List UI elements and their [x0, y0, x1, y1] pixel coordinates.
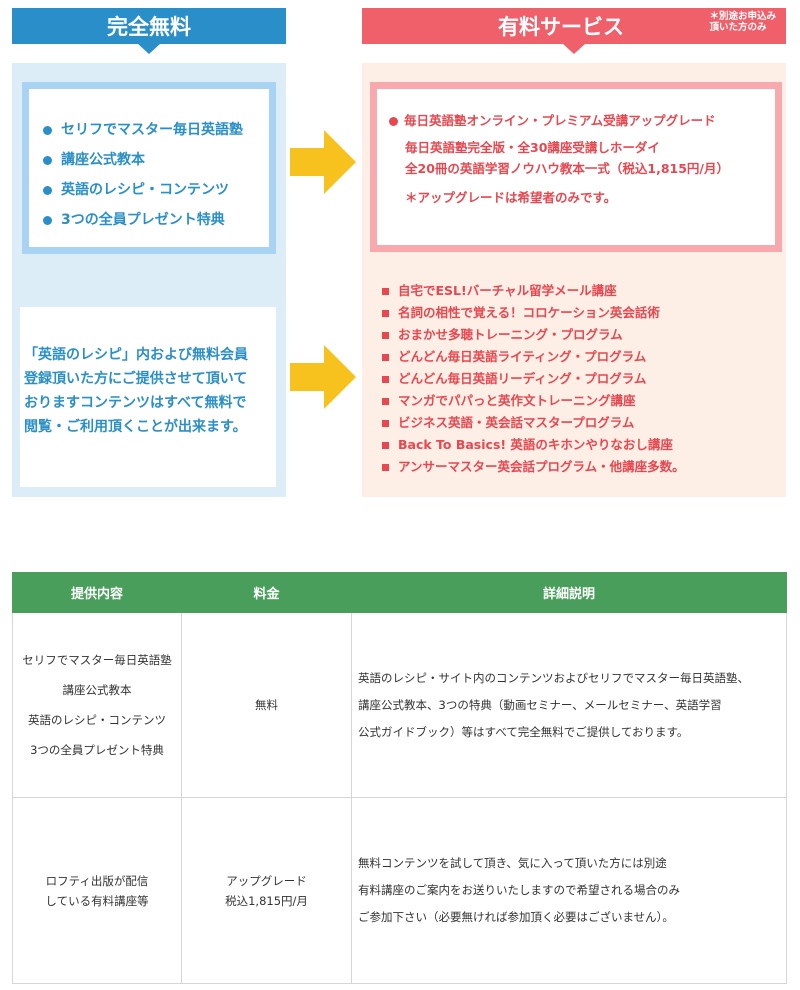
free-header-label: 完全無料 — [107, 15, 191, 39]
free-item: セリフでマスター毎日英語塾 — [43, 115, 269, 145]
table-cell-detail: 英語のレシピ・サイト内のコンテンツおよびセリフでマスター毎日英語塾、 講座公式教… — [351, 612, 787, 798]
free-header-pointer — [138, 44, 160, 54]
free-items-box: セリフでマスター毎日英語塾 講座公式教本 英語のレシピ・コンテンツ 3つの全員プ… — [22, 82, 276, 254]
bullet-icon — [43, 125, 52, 135]
column-header: 詳細説明 — [351, 572, 787, 613]
course-item: ビジネス英語・英会話マスタープログラム — [382, 412, 685, 434]
bullet-icon — [43, 155, 52, 165]
square-bullet-icon — [382, 419, 389, 427]
table-cell-content: セリフでマスター毎日英語塾 講座公式教本 英語のレシピ・コンテンツ 3つの全員プ… — [12, 612, 182, 798]
course-item: マンガでパパっと英作文トレーニング講座 — [382, 390, 685, 412]
free-items-list: セリフでマスター毎日英語塾 講座公式教本 英語のレシピ・コンテンツ 3つの全員プ… — [43, 115, 269, 235]
table-cell-price: アップグレード 税込1,815円/月 — [181, 797, 352, 984]
paid-course-list: 自宅でESL!バーチャル留学メール講座 名詞の相性で覚える！コロケーション英会話… — [382, 280, 685, 478]
arrow-right-icon — [290, 130, 356, 194]
square-bullet-icon — [382, 309, 389, 317]
course-item: 自宅でESL!バーチャル留学メール講座 — [382, 280, 685, 302]
paid-header-note: ＊別途お申込み 頂いた方のみ — [709, 11, 776, 33]
table-header-row: 提供内容 料金 詳細説明 — [12, 572, 787, 613]
paid-upgrade-detail: 毎日英語塾完全版・全30講座受講しホーダイ 全20冊の英語学習ノウハウ教本一式（… — [405, 140, 729, 176]
course-item: Back To Basics! 英語のキホンやりなおし講座 — [382, 434, 685, 456]
table-cell-content: ロフティ出版が配信 している有料講座等 — [12, 797, 182, 984]
square-bullet-icon — [382, 441, 389, 449]
course-item: どんどん毎日英語リーディング・プログラム — [382, 368, 685, 390]
square-bullet-icon — [382, 287, 389, 295]
bullet-icon — [43, 185, 52, 195]
course-item: 名詞の相性で覚える！コロケーション英会話術 — [382, 302, 685, 324]
course-item: どんどん毎日英語ライティング・プログラム — [382, 346, 685, 368]
free-item: 3つの全員プレゼント特典 — [43, 205, 269, 235]
paid-header-pointer — [563, 44, 585, 54]
free-item: 英語のレシピ・コンテンツ — [43, 175, 269, 205]
paid-header: 有料サービス ＊別途お申込み 頂いた方のみ — [362, 8, 786, 54]
square-bullet-icon — [382, 397, 389, 405]
service-table: 提供内容 料金 詳細説明 セリフでマスター毎日英語塾 講座公式教本 英語のレシピ… — [12, 572, 787, 984]
free-note-text: 「英語のレシピ」内および無料会員 登録頂いた方にご提供させて頂いて おりますコン… — [24, 347, 248, 435]
table-row: ロフティ出版が配信 している有料講座等 アップグレード 税込1,815円/月 無… — [12, 797, 787, 984]
square-bullet-icon — [382, 463, 389, 471]
table-row: セリフでマスター毎日英語塾 講座公式教本 英語のレシピ・コンテンツ 3つの全員プ… — [12, 612, 787, 798]
square-bullet-icon — [382, 375, 389, 383]
paid-upgrade-note: ＊アップグレードは希望者のみです。 — [405, 190, 617, 205]
free-item: 講座公式教本 — [43, 145, 269, 175]
square-bullet-icon — [382, 331, 389, 339]
free-header: 完全無料 — [12, 8, 286, 54]
bullet-icon — [43, 215, 52, 225]
paid-header-label: 有料サービス — [498, 15, 624, 39]
bullet-icon — [389, 116, 398, 126]
square-bullet-icon — [382, 353, 389, 361]
arrow-right-icon — [290, 345, 356, 409]
column-header: 料金 — [181, 572, 352, 613]
paid-upgrade-lead: 毎日英語塾オンライン・プレミアム受講アップグレード — [389, 111, 775, 131]
column-header: 提供内容 — [12, 572, 182, 613]
free-note-box: 「英語のレシピ」内および無料会員 登録頂いた方にご提供させて頂いて おりますコン… — [20, 307, 276, 487]
table-cell-detail: 無料コンテンツを試して頂き、気に入って頂いた方には別途 有料講座のご案内をお送り… — [351, 797, 787, 984]
paid-upgrade-box: 毎日英語塾オンライン・プレミアム受講アップグレード 毎日英語塾完全版・全30講座… — [370, 82, 782, 252]
table-cell-price: 無料 — [181, 612, 352, 798]
course-item: アンサーマスター英会話プログラム・他講座多数。 — [382, 456, 685, 478]
course-item: おまかせ多聴トレーニング・プログラム — [382, 324, 685, 346]
